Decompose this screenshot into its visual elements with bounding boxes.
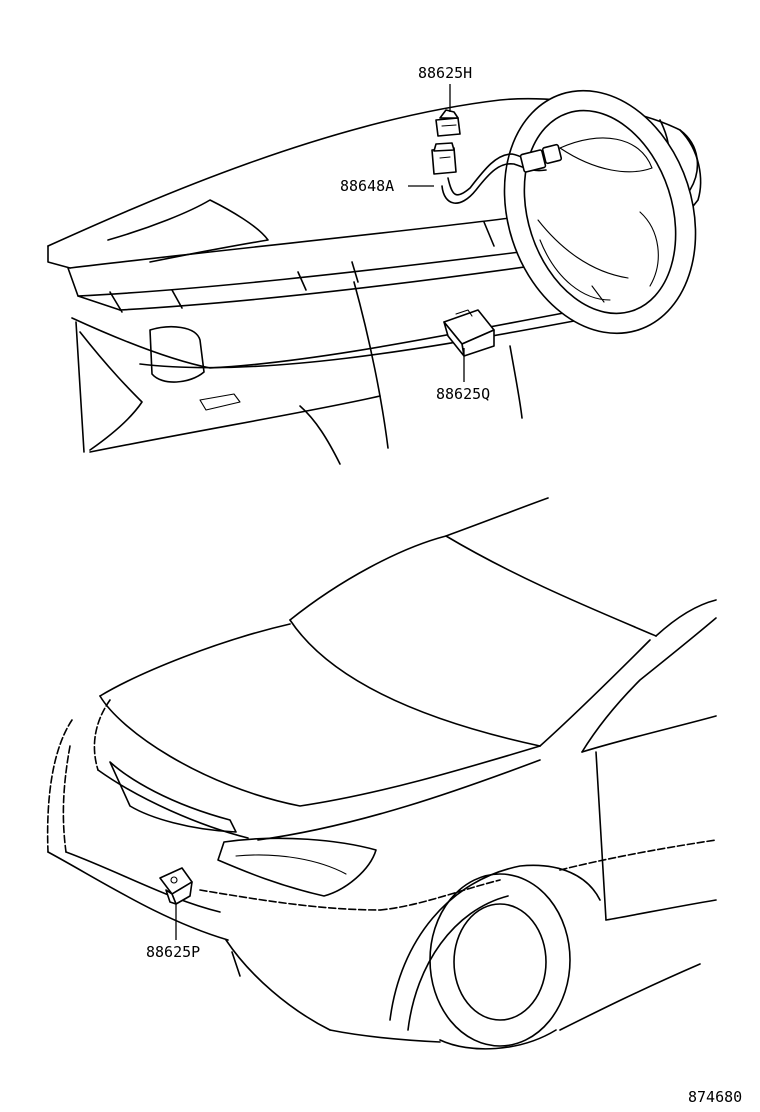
- label-88625P[interactable]: 88625P: [146, 943, 200, 961]
- part-88625P-drawing: [159, 867, 193, 905]
- label-88648A[interactable]: 88648A: [340, 177, 394, 195]
- part-88625H-drawing: [435, 109, 461, 137]
- part-88648A-drawing: [431, 142, 457, 175]
- wire-harness-drawing: [441, 143, 563, 204]
- car-front-drawing: [46, 497, 717, 1050]
- part-88625Q-drawing: [443, 309, 495, 357]
- label-88625H[interactable]: 88625H: [418, 64, 472, 82]
- leader-lines: [175, 84, 465, 940]
- figure-number: 874680: [688, 1088, 742, 1106]
- label-88625Q[interactable]: 88625Q: [436, 385, 490, 403]
- steering-wheel-drawing: [503, 89, 697, 335]
